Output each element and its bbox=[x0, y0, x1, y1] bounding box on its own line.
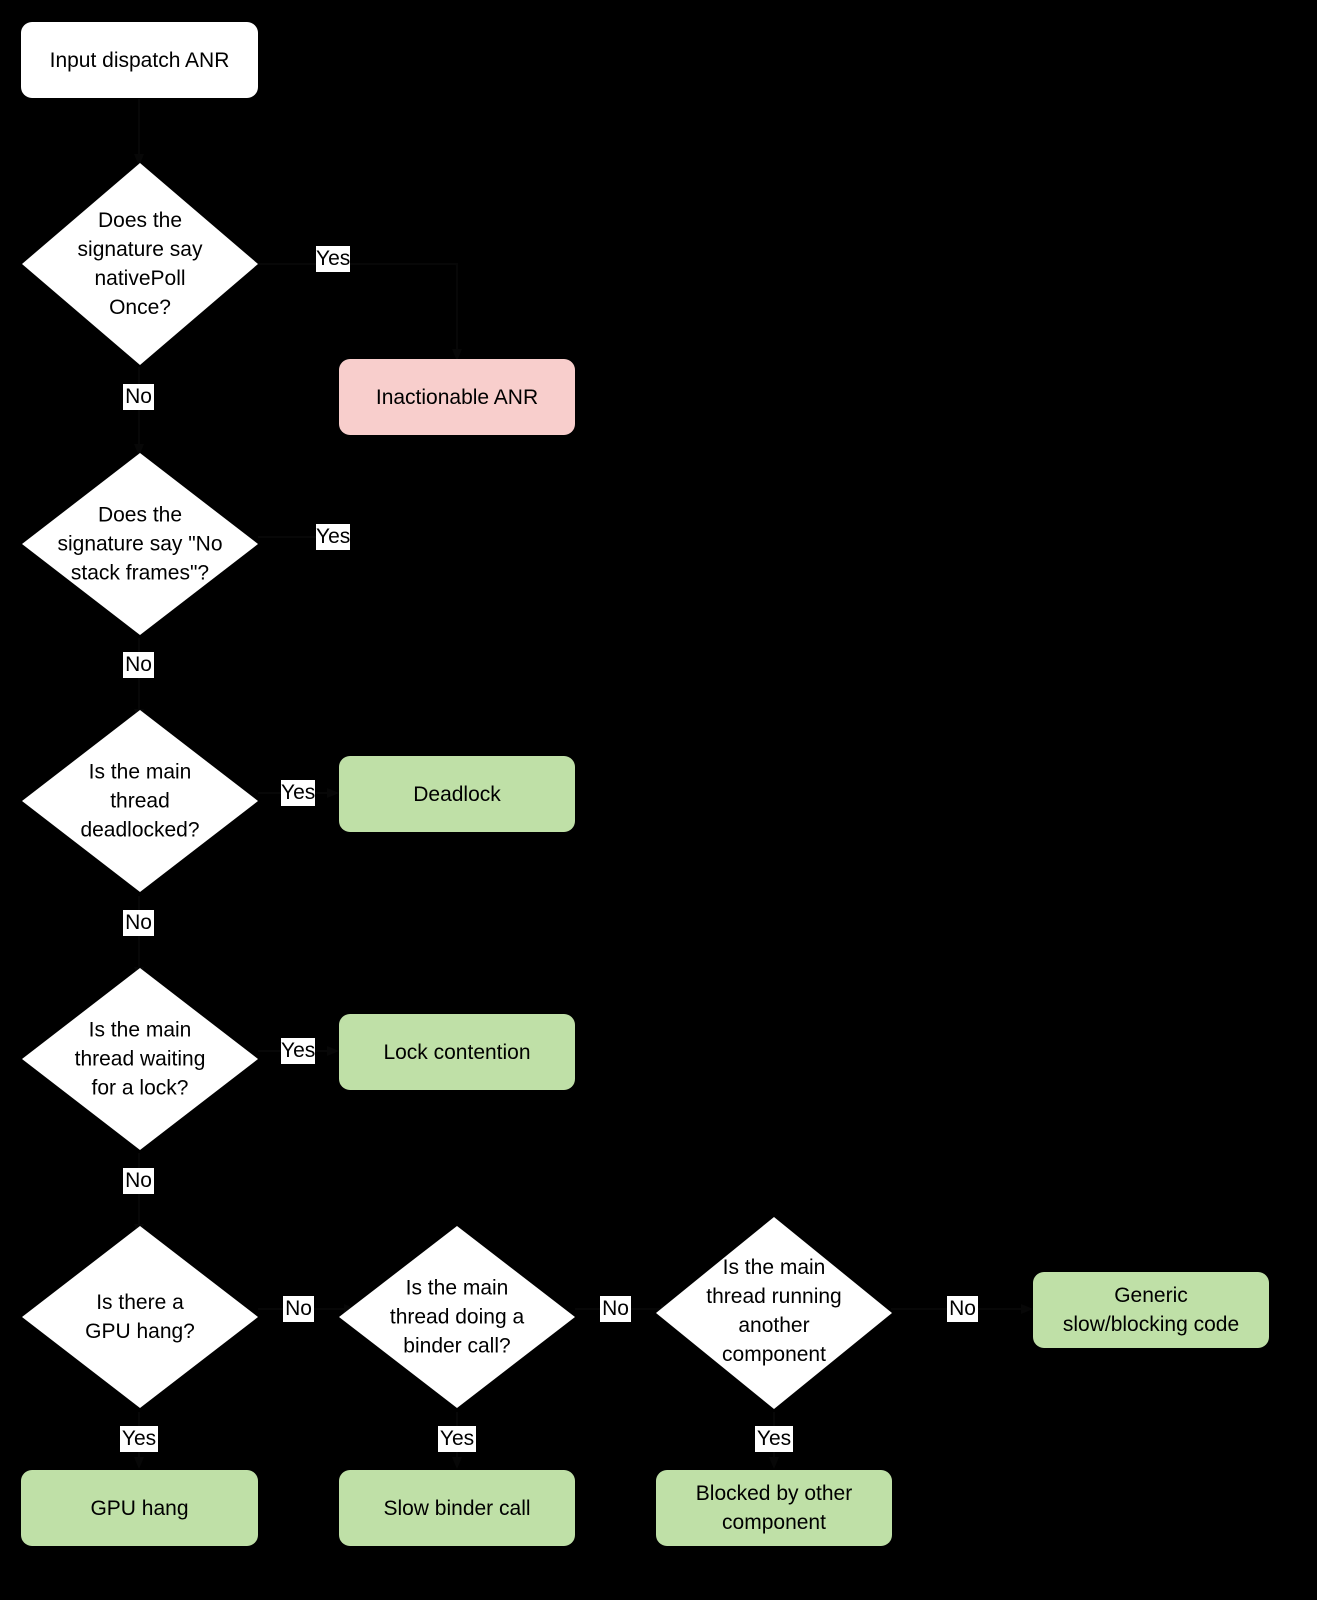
edge-label-yes-gpu-hang: Yes bbox=[120, 1426, 158, 1452]
edge-label-yes-deadlocked: Yes bbox=[281, 780, 316, 806]
node-terminal-gpu-hang-label: GPU hang bbox=[90, 1496, 189, 1520]
node-start[interactable]: Input dispatch ANR bbox=[21, 22, 258, 98]
node-terminal-slow-binder-call[interactable]: Slow binder call bbox=[339, 1470, 575, 1546]
edge-label-no-gpu-hang: No bbox=[283, 1296, 314, 1322]
node-start-label: Input dispatch ANR bbox=[49, 48, 230, 72]
node-decision-deadlocked[interactable]: Is the main thread deadlocked? bbox=[22, 710, 258, 892]
edge-label-no-another-component: No bbox=[947, 1296, 978, 1322]
diamond-shape bbox=[22, 710, 258, 892]
edge-label-no-waiting-for-lock: No bbox=[123, 1168, 154, 1194]
diamond-shape bbox=[656, 1217, 892, 1409]
edge-label-yes-no-stack-frames: Yes bbox=[316, 524, 351, 550]
edge-label-no-no-stack-frames: No bbox=[123, 652, 154, 678]
node-terminal-generic-slow-code[interactable]: Generic slow/blocking code bbox=[1033, 1272, 1269, 1348]
diamond-shape bbox=[22, 1226, 258, 1408]
node-terminal-blocked-by-other-component[interactable]: Blocked by other component bbox=[656, 1470, 892, 1546]
node-decision-no-stack-frames[interactable]: Does the signature say "No stack frames"… bbox=[22, 453, 258, 635]
edge-label-no-nativepollonce: No bbox=[123, 384, 154, 410]
node-terminal-lock-contention[interactable]: Lock contention bbox=[339, 1014, 575, 1090]
edge-label-no-deadlocked: No bbox=[123, 910, 154, 936]
diamond-shape bbox=[339, 1226, 575, 1408]
node-terminal-blocked-by-other-component-label: Blocked by other component bbox=[695, 1482, 853, 1534]
diamond-shape bbox=[22, 163, 258, 365]
node-terminal-deadlock[interactable]: Deadlock bbox=[339, 756, 575, 832]
node-terminal-inactionable-anr[interactable]: Inactionable ANR bbox=[339, 359, 575, 435]
node-decision-another-component[interactable]: Is the main thread running another compo… bbox=[656, 1217, 892, 1409]
edge-label-yes-waiting-for-lock: Yes bbox=[281, 1038, 316, 1064]
node-decision-waiting-for-lock[interactable]: Is the main thread waiting for a lock? bbox=[22, 968, 258, 1150]
node-terminal-deadlock-label: Deadlock bbox=[413, 782, 501, 806]
node-decision-nativepollonce[interactable]: Does the signature say nativePoll Once? bbox=[22, 163, 258, 365]
diamond-shape bbox=[22, 453, 258, 635]
node-terminal-gpu-hang[interactable]: GPU hang bbox=[21, 1470, 258, 1546]
node-decision-gpu-hang[interactable]: Is there a GPU hang? bbox=[22, 1226, 258, 1408]
edge-label-yes-binder-call: Yes bbox=[438, 1426, 476, 1452]
node-terminal-inactionable-anr-label: Inactionable ANR bbox=[375, 385, 539, 409]
node-terminal-slow-binder-call-label: Slow binder call bbox=[383, 1496, 531, 1520]
edge-label-yes-another-component: Yes bbox=[755, 1426, 793, 1452]
node-terminal-lock-contention-label: Lock contention bbox=[383, 1040, 531, 1064]
node-decision-binder-call[interactable]: Is the main thread doing a binder call? bbox=[339, 1226, 575, 1408]
node-terminal-generic-slow-code-label: Generic slow/blocking code bbox=[1062, 1284, 1240, 1336]
edge-label-no-binder-call: No bbox=[600, 1296, 631, 1322]
edge-label-yes-nativepollonce: Yes bbox=[316, 246, 351, 272]
diamond-shape bbox=[22, 968, 258, 1150]
